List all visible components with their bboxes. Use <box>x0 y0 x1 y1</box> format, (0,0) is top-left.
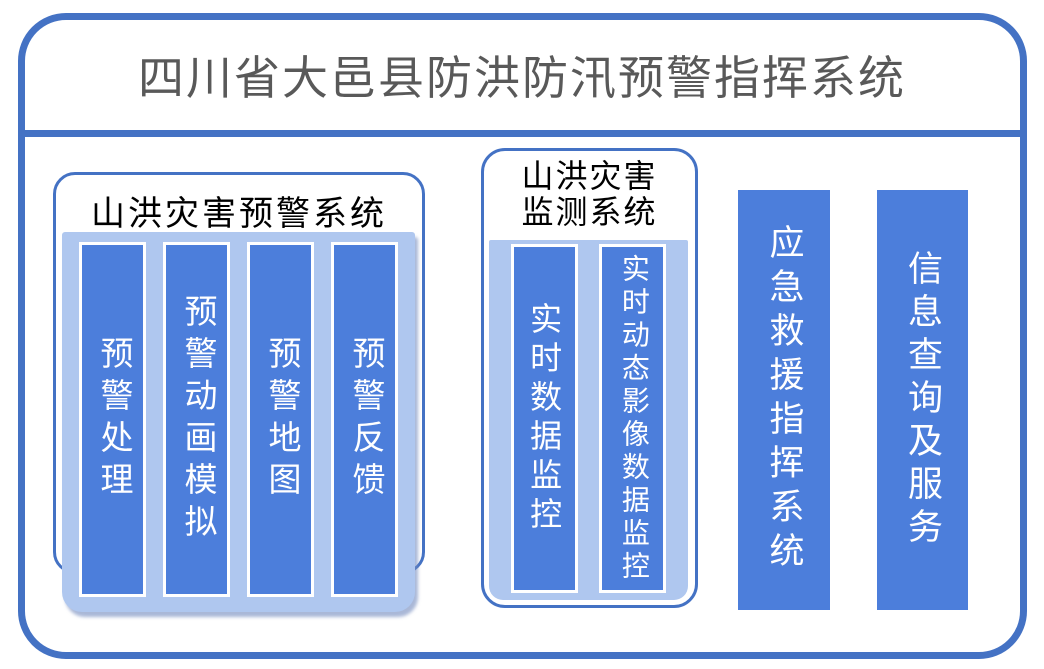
bar-label: 实时数据监控 <box>526 301 563 536</box>
bar-label: 实时动态影像数据监控 <box>617 253 649 584</box>
monitoring-header-line2: 监测系统 <box>521 194 658 231</box>
bar-realtime-data-monitoring: 实时数据监控 <box>510 244 578 593</box>
bar-warning-processing: 预警处理 <box>79 242 146 597</box>
bar-label: 预警地图 <box>263 335 299 504</box>
bar-label: 应急救援指挥系统 <box>764 224 804 576</box>
title-divider <box>21 130 1024 137</box>
bar-label: 信息查询及服务 <box>903 249 942 551</box>
bar-label: 预警反馈 <box>347 335 383 504</box>
monitoring-system-header: 山洪灾害 监测系统 <box>484 158 695 231</box>
bar-warning-feedback: 预警反馈 <box>331 242 398 597</box>
diagram-frame <box>18 13 1027 659</box>
page-title: 四川省大邑县防洪防汛预警指挥系统 <box>138 52 906 104</box>
bar-warning-map: 预警地图 <box>247 242 314 597</box>
monitoring-system-tray: 实时数据监控 实时动态影像数据监控 <box>489 240 688 600</box>
bar-label: 预警处理 <box>95 335 131 504</box>
monitoring-header-line1: 山洪灾害 <box>521 158 658 194</box>
bar-label: 预警动画模拟 <box>179 293 215 546</box>
bar-emergency-rescue-command-system: 应急救援指挥系统 <box>738 190 830 610</box>
bar-realtime-dynamic-video-monitoring: 实时动态影像数据监控 <box>599 244 667 593</box>
warning-system-tray: 预警处理 预警动画模拟 预警地图 预警反馈 <box>62 232 415 612</box>
warning-system-header: 山洪灾害预警系统 <box>91 196 387 233</box>
bar-information-query-and-service: 信息查询及服务 <box>877 190 968 610</box>
bar-warning-animation-simulation: 预警动画模拟 <box>163 242 230 597</box>
